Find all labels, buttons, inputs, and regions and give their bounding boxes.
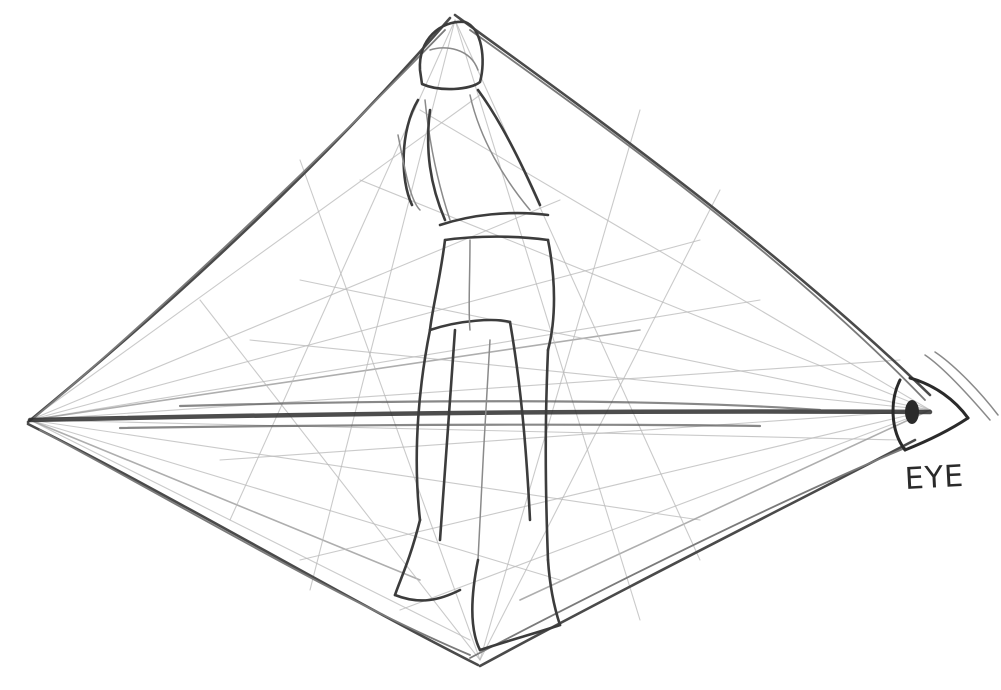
guide-lines-left: [30, 95, 900, 640]
line-of-sight: [30, 401, 930, 428]
guide-lines-vertical: [200, 20, 720, 660]
standing-figure: [395, 22, 560, 650]
guide-lines-right: [220, 110, 930, 610]
eye-label: EYE: [904, 459, 965, 497]
vision-diamond: [28, 15, 930, 666]
